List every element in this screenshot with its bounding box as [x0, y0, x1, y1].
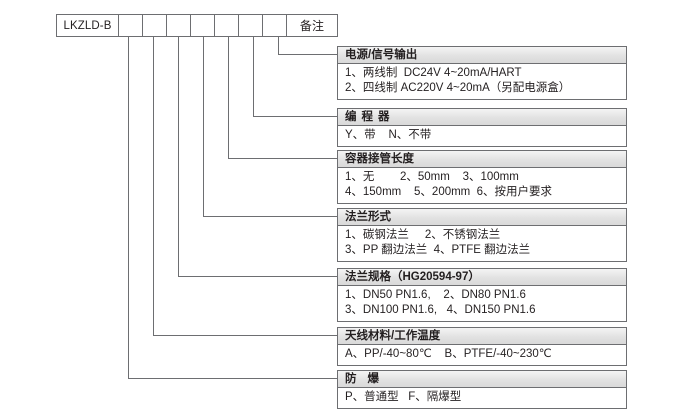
connector-vline-explosion-proof: [128, 37, 129, 378]
spec-block-title-flange-type: 法兰形式: [338, 209, 626, 226]
connector-hline-power-signal-output: [278, 54, 337, 55]
spec-block-title-explosion-proof: 防爆: [338, 371, 626, 388]
spec-block-body-programmer: Y、带 N、不带: [338, 126, 626, 146]
spec-option-line: 1、无 2、50mm 3、100mm: [345, 171, 519, 183]
code-slot-cell-2: [143, 15, 167, 36]
connector-vline-flange-type: [203, 37, 204, 216]
spec-block-title-power-signal-output: 电源/信号输出: [338, 47, 626, 64]
spec-block-power-signal-output: 电源/信号输出 1、两线制 DC24V 4~20mA/HART 2、四线制 AC22…: [337, 46, 627, 100]
spec-block-body-power-signal-output: 1、两线制 DC24V 4~20mA/HART 2、四线制 AC220V 4~20…: [338, 64, 626, 99]
connector-vline-antenna-material-temp: [153, 37, 154, 335]
spec-block-body-flange-type: 1、碳钢法兰 2、不锈钢法兰 3、PP 翻边法兰 4、PTFE 翻边法兰: [338, 226, 626, 261]
spec-block-flange-type: 法兰形式 1、碳钢法兰 2、不锈钢法兰 3、PP 翻边法兰 4、PTFE 翻边法兰: [337, 208, 627, 262]
spec-block-programmer: 编程器 Y、带 N、不带: [337, 108, 627, 147]
code-slot-cell-4: [191, 15, 215, 36]
spec-block-body-flange-spec: 1、DN50 PN1.6, 2、DN80 PN1.6 3、DN100 PN1.6,…: [338, 286, 626, 321]
spec-block-title-antenna-material-temp: 天线材料/工作温度: [338, 328, 626, 345]
spec-block-flange-spec: 法兰规格（HG20594-97）1、DN50 PN1.6, 2、DN80 PN1…: [337, 268, 627, 322]
spec-block-body-antenna-material-temp: A、PP/-40~80℃ B、PTFE/-40~230℃: [338, 345, 626, 365]
spec-block-antenna-material-temp: 天线材料/工作温度 A、PP/-40~80℃ B、PTFE/-40~230℃: [337, 327, 627, 366]
spec-option-line: 3、DN100 PN1.6, 4、DN150 PN1.6: [345, 304, 536, 316]
code-slot-cell-1: [119, 15, 143, 36]
spec-block-title-flange-spec: 法兰规格（HG20594-97）: [338, 269, 626, 286]
model-code-row: LKZLD-B 备注: [56, 14, 338, 37]
spec-option-line: P、普通型 F、隔爆型: [345, 391, 462, 403]
code-slot-cell-6: [239, 15, 263, 36]
spec-block-body-explosion-proof: P、普通型 F、隔爆型: [338, 388, 626, 408]
spec-option-line: 4、150mm 5、200mm 6、按用户要求: [345, 186, 553, 198]
connector-hline-explosion-proof: [128, 378, 337, 379]
code-slot-cell-5: [215, 15, 239, 36]
spec-option-line: 1、DN50 PN1.6, 2、DN80 PN1.6: [345, 289, 526, 301]
spec-block-title-vessel-nozzle-length: 容器接管长度: [338, 151, 626, 168]
model-code-cell: LKZLD-B: [57, 15, 119, 36]
spec-block-title-programmer: 编程器: [338, 109, 626, 126]
connector-hline-antenna-material-temp: [153, 335, 337, 336]
connector-vline-programmer: [253, 37, 254, 116]
spec-block-vessel-nozzle-length: 容器接管长度 1、无 2、50mm 3、100mm 4、150mm 5、200mm …: [337, 150, 627, 204]
spec-block-explosion-proof: 防爆 P、普通型 F、隔爆型: [337, 370, 627, 409]
connector-vline-power-signal-output: [278, 37, 279, 54]
connector-hline-programmer: [253, 116, 337, 117]
spec-option-line: 2、四线制 AC220V 4~20mA（另配电源盒）: [345, 82, 571, 94]
connector-vline-vessel-nozzle-length: [228, 37, 229, 158]
spec-block-body-vessel-nozzle-length: 1、无 2、50mm 3、100mm 4、150mm 5、200mm 6、按用户要…: [338, 168, 626, 203]
connector-hline-flange-type: [203, 216, 337, 217]
spec-option-line: 1、碳钢法兰 2、不锈钢法兰: [345, 229, 501, 241]
code-slot-cell-7: [263, 15, 287, 36]
connector-hline-vessel-nozzle-length: [228, 158, 337, 159]
spec-option-line: 3、PP 翻边法兰 4、PTFE 翻边法兰: [345, 244, 531, 256]
spec-option-line: A、PP/-40~80℃ B、PTFE/-40~230℃: [345, 348, 552, 360]
connector-hline-flange-spec: [178, 276, 337, 277]
code-slot-cell-3: [167, 15, 191, 36]
spec-option-line: 1、两线制 DC24V 4~20mA/HART: [345, 67, 522, 79]
spec-option-line: Y、带 N、不带: [345, 129, 432, 141]
remark-cell: 备注: [299, 19, 325, 33]
connector-vline-flange-spec: [178, 37, 179, 276]
